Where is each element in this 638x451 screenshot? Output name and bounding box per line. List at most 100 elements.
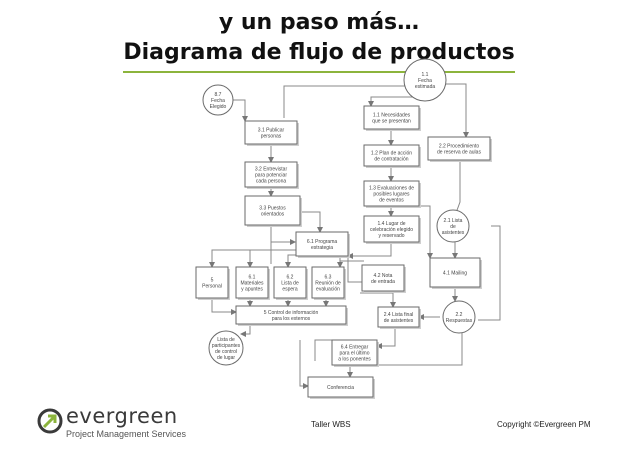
flow-node-label: Fecha	[211, 98, 225, 104]
flow-node-label: 6.4 Entregar	[341, 344, 369, 350]
flow-node-shape	[235, 305, 347, 325]
flow-node-label: asistentes	[442, 230, 465, 236]
flow-node-label: 8.7	[215, 92, 222, 98]
logo-wordmark: evergreen	[66, 404, 178, 428]
flow-node-shape	[363, 144, 420, 167]
flow-node-label: de eventos	[379, 197, 404, 203]
flow-node-label: orientados	[261, 211, 285, 217]
flow-node-label: y reservado	[378, 233, 404, 239]
flow-node-shape	[244, 120, 298, 145]
flow-node-label: 2.1 Lista	[444, 218, 463, 224]
flow-node-shape	[331, 339, 378, 366]
flow-node-label: de contratación	[374, 156, 408, 162]
logo-subtitle: Project Management Services	[66, 429, 187, 439]
flow-node-label: espera	[282, 286, 298, 292]
flow-node-label: Elegido	[210, 104, 227, 110]
flow-node-label: 3.2 Entrevistar	[255, 166, 288, 172]
arrow-circle-icon	[37, 408, 63, 434]
flow-node-label: Respuestas	[446, 318, 473, 324]
title-divider	[123, 71, 515, 73]
flow-node-label: 2.2 Procedimiento	[439, 143, 480, 149]
flow-node-label: estimada	[415, 84, 436, 90]
flow-node-shape	[436, 209, 470, 243]
flow-node-label: 5	[211, 277, 214, 283]
flow-node-label: de entrada	[371, 279, 395, 285]
flow-node-shape	[363, 215, 420, 243]
footer-center-label: Taller WBS	[311, 420, 351, 429]
flow-node-label: de lugar	[217, 355, 235, 361]
flow-node-shape	[295, 231, 349, 257]
flow-node-label: posibles lugares	[373, 191, 410, 197]
flow-node-label: cada persona	[256, 178, 287, 184]
flow-node-shape	[307, 376, 374, 398]
footer-copyright: Copyright ©Evergreen PM	[497, 420, 591, 429]
flow-node-label: de control	[215, 349, 237, 355]
flow-node-label: Personal	[202, 283, 222, 289]
slide-title-line1: y un paso más…	[218, 10, 420, 35]
flow-node-label: estrategia	[311, 245, 333, 251]
flow-node-label: 1.2 Plan de acción	[371, 150, 412, 156]
evergreen-logo: evergreen Project Management Services	[36, 404, 186, 444]
flow-node-label: personas	[261, 133, 282, 139]
flow-node-shape	[363, 180, 420, 207]
flow-node-label: que se presentan	[372, 118, 411, 124]
flow-node-label: celebración elegido	[370, 227, 413, 233]
flow-node-label: 5 Control de información	[264, 310, 319, 316]
flow-node-label: a los ponentes	[338, 356, 371, 362]
flow-node-label: 3.3 Puestos	[259, 205, 286, 211]
flow-node-label: Lista de	[281, 280, 299, 286]
flow-node-label: 2.2	[456, 312, 463, 318]
flow-node-label: Reunión de	[315, 280, 341, 286]
flow-node-label: 6.1 Programa	[307, 239, 338, 245]
flow-node-41: 4.1 Mailing	[429, 257, 482, 289]
flow-node-shape	[363, 105, 420, 130]
flow-node-shape	[403, 58, 447, 102]
flow-node-label: participantes	[212, 343, 241, 349]
flow-node-label: 1.3 Evaluaciones de	[369, 185, 414, 191]
flow-node-shape	[377, 306, 420, 328]
flow-node-label: 4.2 Nota	[374, 273, 393, 279]
flow-node-label: Lista de	[217, 337, 235, 343]
flow-node-label: de reserva de aulas	[437, 149, 481, 155]
flow-node-label: para potenciar	[255, 172, 287, 178]
flow-node-label: de	[450, 224, 456, 230]
flow-node-shape	[195, 266, 229, 299]
flow-node-label: Conferencia	[327, 385, 354, 391]
flow-node-label: 1.4 Lugar de	[377, 221, 405, 227]
flow-node-label: 6.2	[287, 274, 294, 280]
flow-node-shape	[429, 257, 481, 288]
flow-node-label: 1.1	[422, 72, 429, 78]
flow-node-label: 3.1 Publicar	[258, 127, 285, 133]
flow-node-shape	[427, 136, 491, 161]
flow-node-shape	[244, 195, 301, 226]
flow-node-label: para el último	[339, 350, 369, 356]
flow-node-label: Materiales	[240, 280, 264, 286]
flow-node-label: 6.3	[325, 274, 332, 280]
flow-node-shape	[442, 300, 476, 334]
slide-title-line2: Diagrama de flujo de productos	[123, 40, 515, 65]
flow-node-label: evaluación	[316, 286, 340, 292]
flow-node-conf: Conferencia	[307, 376, 375, 399]
flow-node-label: 4.1 Mailing	[443, 270, 467, 276]
flow-node-label: 6.1	[249, 274, 256, 280]
